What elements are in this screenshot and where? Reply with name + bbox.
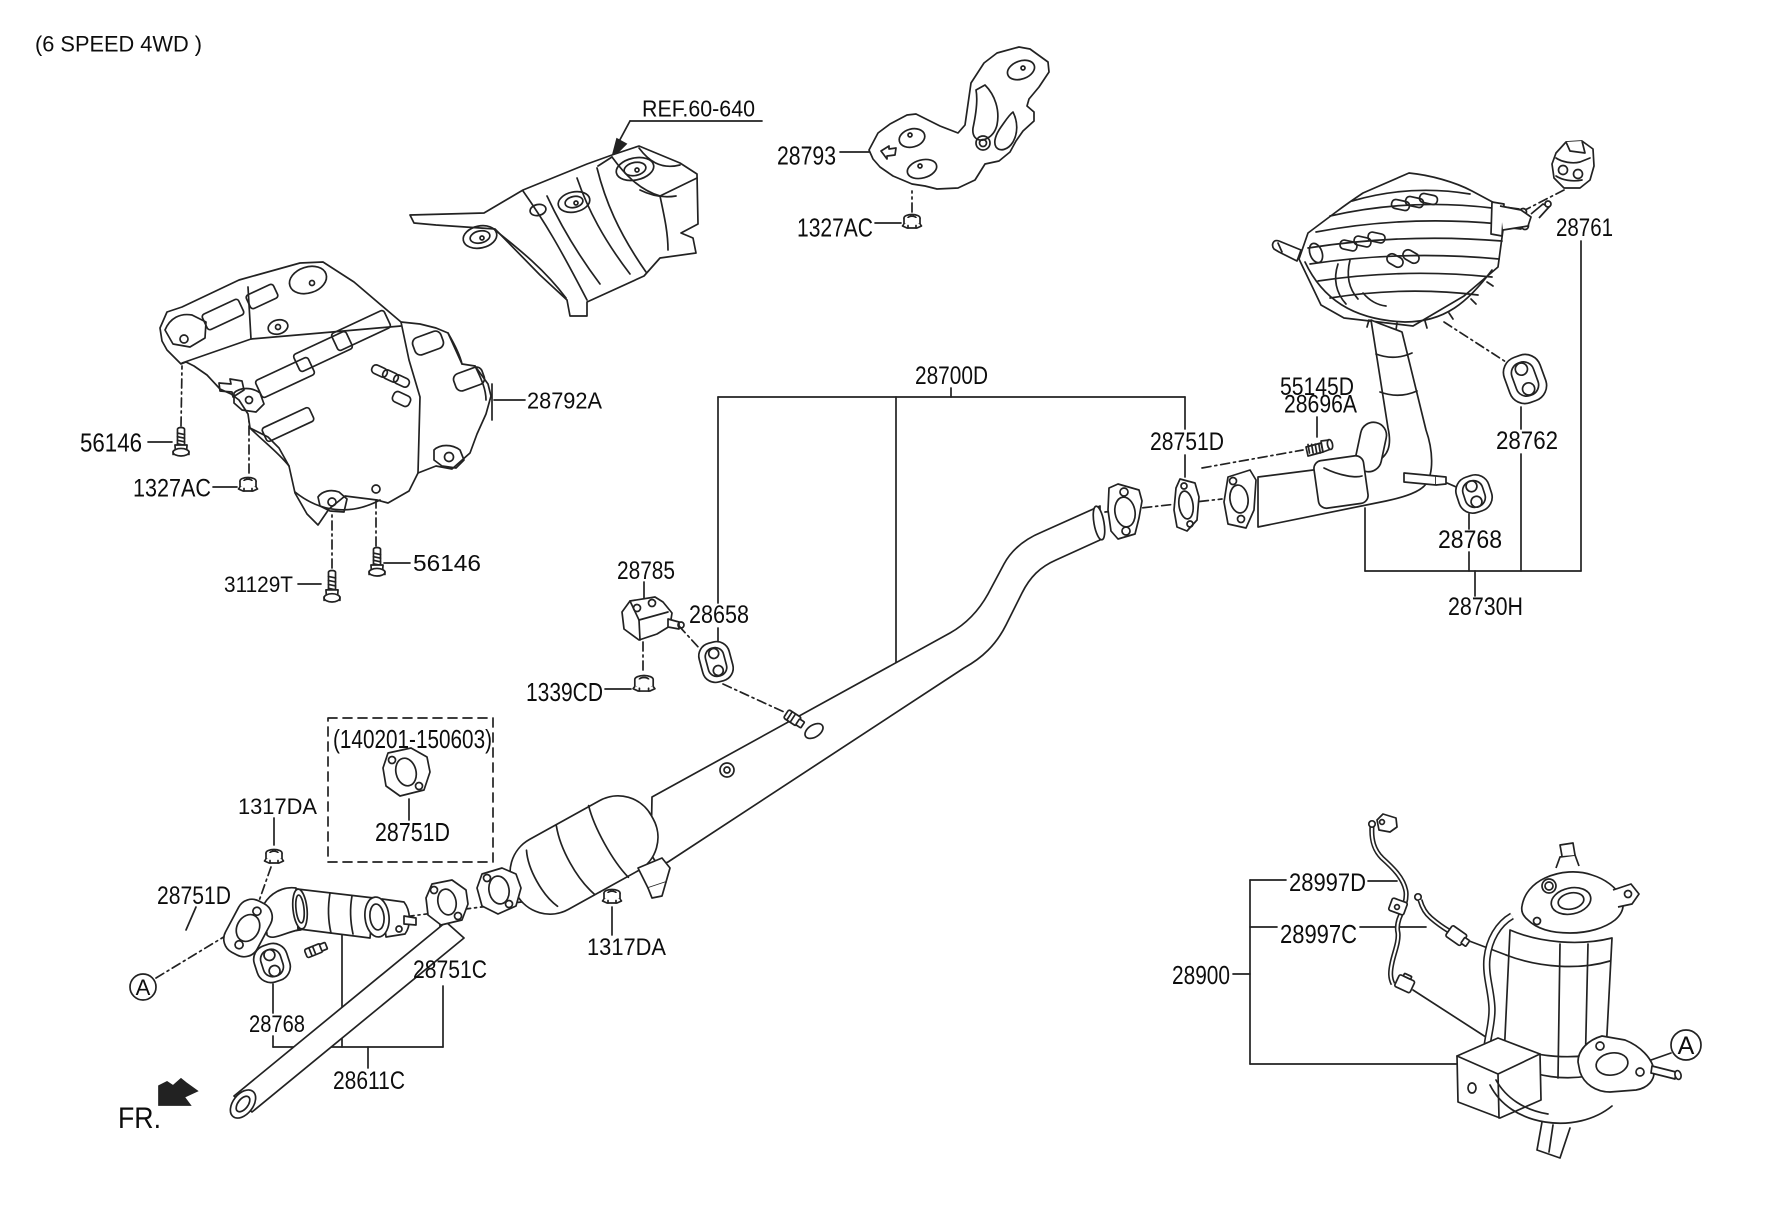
- svg-text:28730H: 28730H: [1448, 593, 1523, 621]
- svg-text:28997D: 28997D: [1289, 869, 1366, 897]
- svg-text:28696A: 28696A: [1284, 391, 1357, 419]
- svg-text:56146: 56146: [413, 550, 481, 576]
- svg-text:A: A: [1678, 1032, 1695, 1060]
- svg-text:1327AC: 1327AC: [133, 475, 211, 503]
- svg-text:1327AC: 1327AC: [797, 213, 873, 243]
- svg-text:28900: 28900: [1172, 960, 1230, 990]
- svg-text:FR.: FR.: [118, 1102, 161, 1135]
- svg-text:1317DA: 1317DA: [587, 934, 666, 961]
- svg-text:28751D: 28751D: [1150, 428, 1224, 456]
- svg-text:28751D: 28751D: [375, 817, 450, 847]
- svg-text:1317DA: 1317DA: [238, 794, 317, 819]
- svg-text:28792A: 28792A: [527, 388, 603, 414]
- svg-text:28700D: 28700D: [915, 362, 988, 390]
- svg-text:28762: 28762: [1496, 427, 1558, 455]
- svg-text:28768: 28768: [249, 1011, 305, 1038]
- svg-text:28751D: 28751D: [157, 882, 231, 910]
- svg-text:28785: 28785: [617, 557, 675, 585]
- svg-text:1339CD: 1339CD: [526, 677, 603, 707]
- svg-text:28611C: 28611C: [333, 1067, 405, 1095]
- svg-text:28768: 28768: [1438, 526, 1502, 554]
- svg-text:28793: 28793: [777, 141, 836, 171]
- svg-text:A: A: [136, 975, 151, 1000]
- svg-text:28751C: 28751C: [413, 956, 487, 984]
- svg-text:REF.60-640: REF.60-640: [642, 96, 755, 122]
- svg-text:31129T: 31129T: [224, 572, 293, 597]
- svg-text:28761: 28761: [1556, 214, 1613, 242]
- svg-text:28997C: 28997C: [1280, 919, 1357, 949]
- svg-text:(6 SPEED 4WD ): (6 SPEED 4WD ): [35, 32, 202, 57]
- svg-text:(140201-150603): (140201-150603): [333, 724, 492, 754]
- svg-text:28658: 28658: [689, 601, 749, 629]
- svg-text:55145D: 55145D: [1280, 373, 1354, 401]
- svg-text:56146: 56146: [80, 428, 142, 458]
